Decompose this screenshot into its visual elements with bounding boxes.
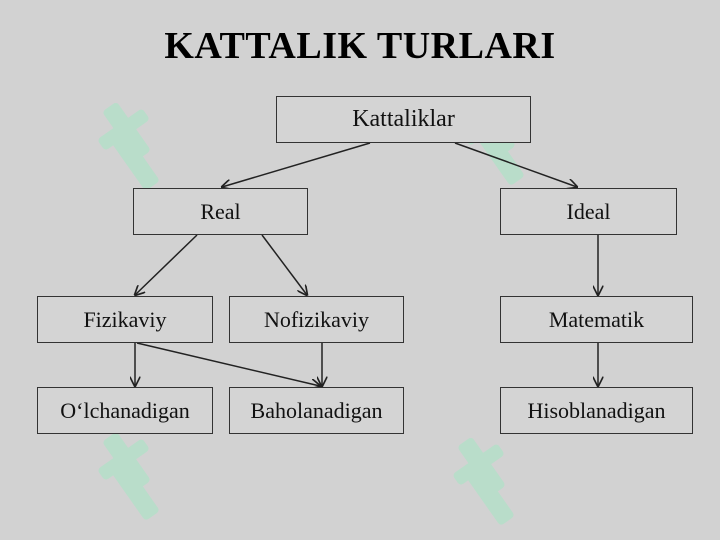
edge-root-real	[222, 142, 371, 187]
node-kattaliklar: Kattaliklar	[276, 96, 531, 143]
node-hisoblanadigan: Hisoblanadigan	[500, 387, 693, 434]
edge-fizikaviy-baholanadigan	[136, 342, 320, 386]
watermark-logo-bottom-right	[453, 437, 514, 525]
node-real: Real	[133, 188, 308, 235]
watermark-logo-top-left	[98, 102, 159, 190]
node-matematik: Matematik	[500, 296, 693, 343]
node-matematik-label: Matematik	[548, 306, 645, 332]
node-olchanadigan: O‘lchanadigan	[37, 387, 213, 434]
node-fizikaviy-label: Fizikaviy	[83, 306, 167, 332]
node-nofizikaviy-label: Nofizikaviy	[263, 306, 370, 332]
node-hisoblanadigan-label: Hisoblanadigan	[527, 397, 666, 423]
node-nofizikaviy: Nofizikaviy	[229, 296, 404, 343]
node-baholanadigan: Baholanadigan	[229, 387, 404, 434]
edge-real-nofizikaviy	[261, 234, 307, 295]
node-olchanadigan-label: O‘lchanadigan	[60, 397, 190, 423]
node-fizikaviy: Fizikaviy	[37, 296, 213, 343]
edge-root-ideal	[454, 142, 577, 187]
node-kattaliklar-label: Kattaliklar	[352, 106, 455, 132]
edge-real-fizikaviy	[135, 234, 198, 295]
node-real-label: Real	[200, 198, 241, 224]
node-ideal-label: Ideal	[566, 198, 611, 224]
node-baholanadigan-label: Baholanadigan	[250, 397, 383, 423]
node-ideal: Ideal	[500, 188, 677, 235]
watermark-logo-bottom-left	[98, 432, 159, 520]
page-title: KATTALIK TURLARI	[164, 25, 556, 67]
